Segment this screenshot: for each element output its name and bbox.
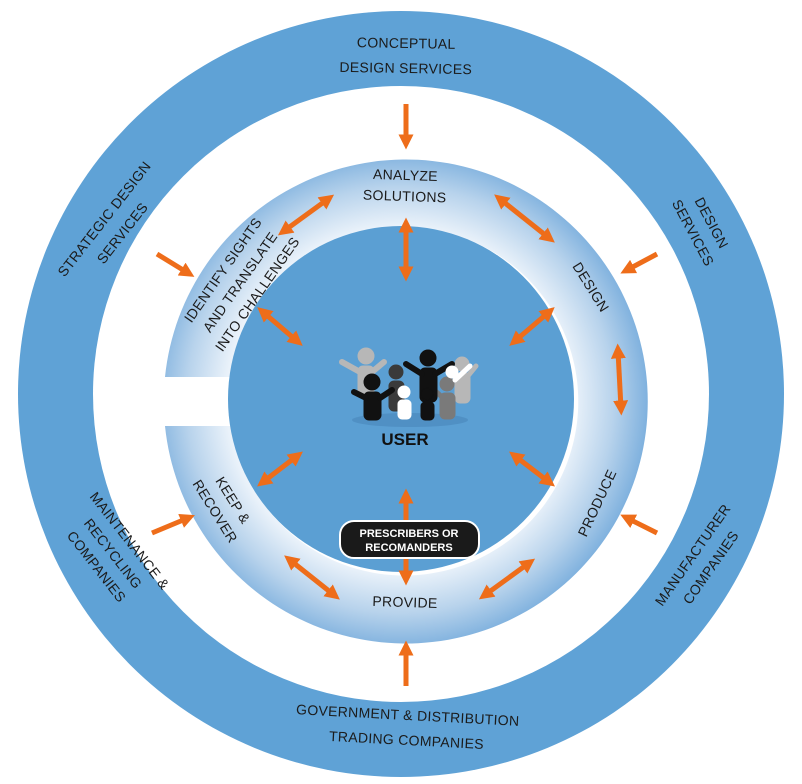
arrow-analyze-design	[494, 194, 555, 243]
arrow-from-maintenance	[151, 513, 195, 536]
arrow-provide-keep	[284, 555, 340, 600]
arrow-from-strategic	[155, 251, 195, 277]
pill-label-line-2: RECOMANDERS	[365, 542, 452, 554]
outer-label-conceptual: CONCEPTUAL DESIGN SERVICES	[339, 34, 472, 77]
outer-label-conceptual-line-2: DESIGN SERVICES	[339, 59, 472, 77]
ring-label-analyze-line-1: ANALYZE	[373, 166, 438, 184]
arrow-keep-user	[257, 451, 303, 487]
arrows	[151, 104, 659, 686]
user-label: USER	[381, 430, 428, 449]
ring-label-analyze: ANALYZE SOLUTIONS	[363, 166, 447, 206]
arrow-identify-user	[257, 307, 303, 346]
arrow-produce-provide	[478, 558, 536, 600]
arrow-produce-user	[509, 451, 555, 487]
arrow-design-user	[509, 307, 555, 346]
pill-label-line-1: PRESCRIBERS OR	[359, 528, 458, 540]
arrow-identify-analyze	[277, 194, 335, 236]
people-group-icon	[339, 347, 479, 427]
prescribers-pill: PRESCRIBERS OR RECOMANDERS	[339, 520, 480, 559]
arrow-design-produce	[610, 343, 629, 416]
arrow-from-manufacturer	[620, 514, 659, 536]
ring-label-provide: PROVIDE	[372, 593, 438, 611]
arrow-from-design-services	[620, 251, 659, 274]
outer-label-conceptual-line-1: CONCEPTUAL	[357, 34, 456, 52]
ring-label-analyze-line-2: SOLUTIONS	[363, 187, 447, 206]
ring-label-provide-text: PROVIDE	[372, 593, 438, 611]
